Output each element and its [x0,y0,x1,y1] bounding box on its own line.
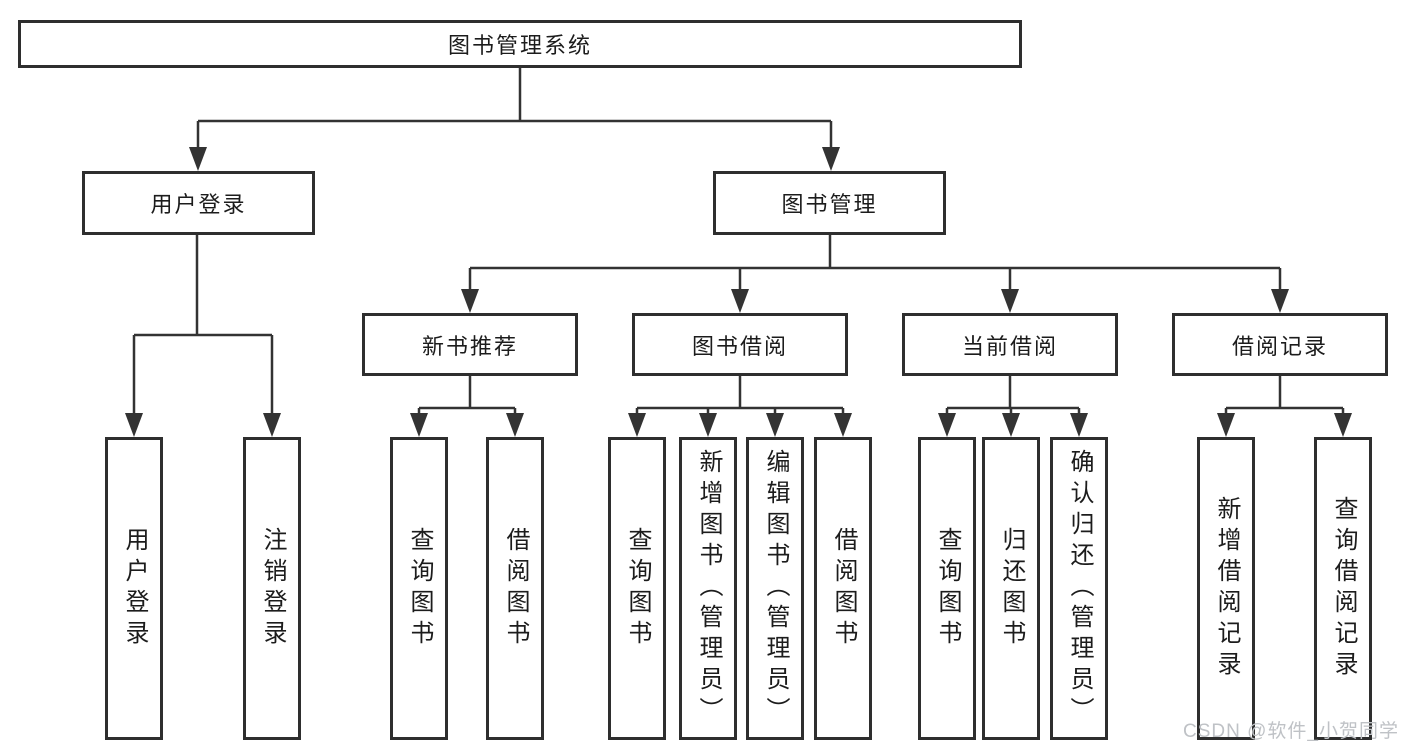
arrowhead-icon [1002,413,1020,437]
arrowhead-icon [822,147,840,171]
connector-user-login-to-leaves [132,235,274,414]
connector-root-to-level2 [196,68,833,148]
node-current-borrowing: 当前借阅 [902,313,1118,376]
arrowhead-icon [263,413,281,437]
connector-borrowing-records-to-leaves [1224,376,1345,414]
leaf-borrowing-edit-books-admin: 编辑图书（管理员） [746,437,804,740]
arrowhead-icon [731,289,749,313]
leaf-borrowing-borrow-books: 借阅图书 [814,437,872,740]
connector-current-borrowing-to-leaves [945,376,1081,414]
leaf-recommend-borrow-books: 借阅图书 [486,437,544,740]
leaf-user-login: 用户登录 [105,437,163,740]
connector-lines [132,68,1345,414]
leaf-borrowing-query-books: 查询图书 [608,437,666,740]
arrowhead-icon [834,413,852,437]
node-borrowing-records: 借阅记录 [1172,313,1388,376]
watermark-text: CSDN @软件_小贺同学 [1183,721,1399,742]
connector-new-book-recommend-to-leaves [417,376,517,414]
connector-book-borrowing-to-leaves [635,376,845,414]
leaf-logout: 注销登录 [243,437,301,740]
leaf-records-query-borrow-record: 查询借阅记录 [1314,437,1372,740]
arrowhead-icon [628,413,646,437]
leaf-records-add-borrow-record: 新增借阅记录 [1197,437,1255,740]
arrowhead-icon [461,289,479,313]
leaf-recommend-query-books: 查询图书 [390,437,448,740]
arrowhead-icon [699,413,717,437]
arrowhead-icon [1001,289,1019,313]
leaf-current-query-books: 查询图书 [918,437,976,740]
node-book-management: 图书管理 [713,171,946,235]
connector-arrowheads [125,147,1352,437]
node-new-book-recommend: 新书推荐 [362,313,578,376]
arrowhead-icon [1334,413,1352,437]
arrowhead-icon [189,147,207,171]
arrowhead-icon [1271,289,1289,313]
arrowhead-icon [125,413,143,437]
leaf-borrowing-add-books-admin: 新增图书（管理员） [679,437,737,740]
connector-book-management-to-level3 [468,235,1282,290]
node-root: 图书管理系统 [18,20,1022,68]
node-user-login: 用户登录 [82,171,315,235]
arrowhead-icon [766,413,784,437]
leaf-current-confirm-return-admin: 确认归还（管理员） [1050,437,1108,740]
arrowhead-icon [1217,413,1235,437]
arrowhead-icon [938,413,956,437]
leaf-current-return-books: 归还图书 [982,437,1040,740]
node-book-borrowing: 图书借阅 [632,313,848,376]
arrowhead-icon [506,413,524,437]
arrowhead-icon [1070,413,1088,437]
arrowhead-icon [410,413,428,437]
